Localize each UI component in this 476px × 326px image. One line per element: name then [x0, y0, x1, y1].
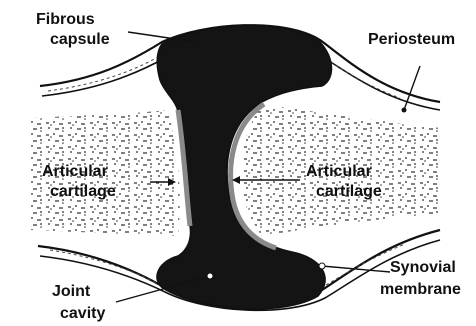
label-articular-cartilage-left-2: cartilage	[50, 183, 116, 200]
label-periosteum: Periosteum	[368, 31, 455, 48]
label-joint-cavity-2: cavity	[60, 305, 105, 322]
label-fibrous-capsule-1: Fibrous	[36, 11, 95, 28]
label-articular-cartilage-right-1: Articular	[306, 163, 372, 180]
joint-cavity-pointer-dot	[207, 273, 213, 279]
label-joint-cavity-1: Joint	[52, 283, 91, 300]
synovial-membrane-pointer-dot	[319, 263, 325, 269]
label-articular-cartilage-left-1: Articular	[42, 163, 108, 180]
label-articular-cartilage-right-2: cartilage	[316, 183, 382, 200]
label-synovial-membrane-1: Synovial	[390, 259, 456, 276]
periosteum-pointer-dot	[402, 108, 407, 113]
label-synovial-membrane-2: membrane	[380, 281, 461, 298]
label-fibrous-capsule-2: capsule	[50, 31, 110, 48]
